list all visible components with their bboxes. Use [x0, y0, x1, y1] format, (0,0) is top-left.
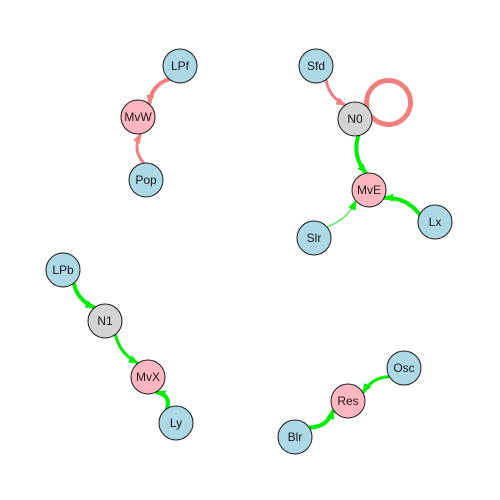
node-circle — [337, 101, 373, 137]
node-mvx: MvX — [130, 359, 166, 395]
node-label: Res — [337, 394, 358, 408]
node-circle — [417, 204, 453, 240]
edge-lx-to-mve — [383, 193, 422, 217]
node-label: MvW — [124, 110, 152, 124]
edge-blr-to-res — [307, 409, 336, 430]
node-slr: Slr — [296, 220, 332, 256]
edge-lpf-to-mvw — [146, 77, 172, 106]
node-res: Res — [330, 383, 366, 419]
node-circle — [298, 48, 334, 84]
node-label: Blr — [288, 430, 303, 444]
edge-n1-to-mvx — [113, 332, 139, 365]
node-circle — [130, 359, 166, 395]
node-label: MvE — [357, 183, 381, 197]
node-label: Slr — [307, 231, 322, 245]
node-blr: Blr — [277, 419, 313, 455]
node-sfd: Sfd — [298, 48, 334, 84]
node-circle — [277, 419, 313, 455]
node-ly: Ly — [158, 405, 194, 441]
node-label: N1 — [97, 314, 113, 328]
edges-layer — [71, 77, 422, 430]
node-circle — [296, 220, 332, 256]
edge-pop-to-mvw — [132, 133, 146, 165]
edge-osc-to-res — [362, 375, 391, 394]
node-lpb: LPb — [45, 252, 81, 288]
node-label: LPb — [52, 263, 74, 277]
node-circle — [158, 405, 194, 441]
node-n1: N1 — [87, 303, 123, 339]
edge-lpb-to-n1 — [71, 281, 96, 310]
node-label: Osc — [393, 361, 414, 375]
edge-ly-to-mvx — [155, 390, 170, 411]
node-osc: Osc — [386, 350, 422, 386]
node-circle — [162, 48, 198, 84]
node-circle — [128, 162, 164, 198]
node-label: Lx — [429, 215, 442, 229]
node-circle — [45, 252, 81, 288]
node-mve: MvE — [351, 172, 387, 208]
edge-sfd-to-n0 — [324, 78, 347, 107]
edge-slr-to-mve — [326, 200, 357, 228]
node-n0: N0 — [337, 101, 373, 137]
node-label: LPf — [171, 59, 190, 73]
edge-n0-to-n0 — [364, 77, 414, 127]
node-mvw: MvW — [120, 99, 156, 135]
node-circle — [330, 383, 366, 419]
node-label: Sfd — [307, 59, 325, 73]
node-lpf: LPf — [162, 48, 198, 84]
node-label: N0 — [347, 112, 363, 126]
node-lx: Lx — [417, 204, 453, 240]
node-label: Pop — [135, 173, 157, 187]
node-circle — [87, 303, 123, 339]
node-circle — [120, 99, 156, 135]
node-pop: Pop — [128, 162, 164, 198]
edge-n0-to-mve — [354, 133, 368, 175]
node-circle — [386, 350, 422, 386]
node-label: MvX — [136, 370, 160, 384]
node-label: Ly — [170, 416, 182, 430]
node-circle — [351, 172, 387, 208]
